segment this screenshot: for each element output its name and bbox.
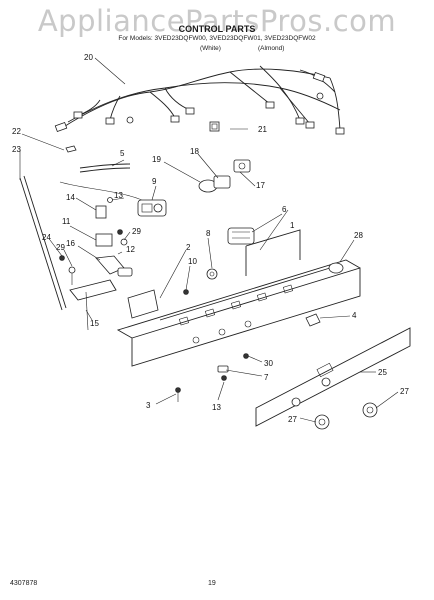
knob-27-part (314, 402, 378, 430)
control-housing-part (116, 229, 361, 367)
tube-part (79, 163, 131, 169)
callout-29a: 29 (132, 227, 141, 236)
housing-part (95, 233, 113, 247)
socket-part (213, 175, 231, 189)
knob-part (206, 268, 218, 280)
clip-4-part (305, 313, 321, 327)
callout-4: 4 (352, 311, 357, 320)
control-unit-part (227, 227, 255, 245)
callout-22: 22 (12, 127, 21, 136)
callout-18: 18 (190, 147, 199, 156)
callout-27a: 27 (400, 387, 409, 396)
document-number: 4307878 (10, 580, 38, 587)
callout-28: 28 (354, 231, 363, 240)
callout-25: 25 (378, 368, 387, 377)
callout-17: 17 (256, 181, 265, 190)
color-white: (White) (200, 45, 221, 52)
callout-1: 1 (290, 221, 295, 230)
callout-2: 2 (186, 243, 191, 252)
callout-8: 8 (206, 229, 211, 238)
callout-13b: 13 (212, 403, 221, 412)
callout-10: 10 (188, 257, 197, 266)
page-number: 19 (208, 580, 216, 587)
front-panel-part (255, 327, 411, 427)
callout-14: 14 (66, 193, 75, 202)
leader-lines (19, 57, 399, 423)
callout-5: 5 (120, 149, 125, 158)
callout-29b: 29 (56, 243, 65, 252)
color-almond: (Almond) (258, 45, 285, 52)
callout-19: 19 (152, 155, 161, 164)
clip-part (209, 121, 220, 132)
callout-12: 12 (126, 245, 135, 254)
callout-9: 9 (152, 177, 157, 186)
control-bracket-part (127, 289, 159, 319)
callout-16: 16 (66, 239, 75, 248)
callout-20: 20 (84, 53, 93, 62)
wire-harness-part (54, 65, 345, 135)
callout-30: 30 (264, 359, 273, 368)
callout-labels: 20 21 22 23 5 19 18 17 14 13 9 29 6 11 1… (12, 53, 409, 424)
strip-part (19, 177, 63, 311)
model-list: For Models: 3VED23DQFW00, 3VED23DQFW01, … (118, 35, 316, 42)
callout-6: 6 (282, 205, 287, 214)
callout-24: 24 (42, 233, 51, 242)
watermark: AppliancePartsPros.com (37, 4, 397, 38)
screw-30-part (243, 353, 249, 359)
callout-27b: 27 (288, 415, 297, 424)
bracket-part (65, 145, 77, 153)
switch-part (233, 159, 251, 173)
callout-15: 15 (90, 319, 99, 328)
callout-3: 3 (146, 401, 151, 410)
grommet-part (328, 262, 344, 274)
callout-21: 21 (258, 125, 267, 134)
callout-7: 7 (264, 373, 269, 382)
bracket-15-part (69, 279, 117, 301)
screw-part (59, 255, 65, 261)
diagram-title: CONTROL PARTS (178, 24, 256, 34)
callout-23: 23 (12, 145, 21, 154)
callout-11: 11 (62, 217, 71, 226)
clip-14-part (95, 205, 107, 219)
callout-13a: 13 (114, 191, 123, 200)
